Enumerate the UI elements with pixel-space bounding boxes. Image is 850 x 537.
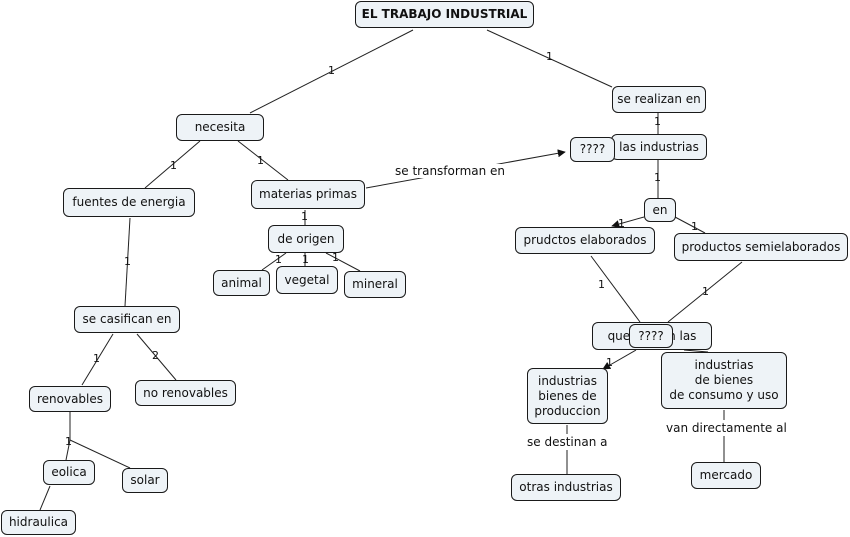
link-origen-mineral — [325, 252, 361, 272]
card-renovables-energias: 1 — [65, 435, 72, 448]
node-fuentes-de-energia[interactable]: fuentes de energia — [63, 188, 195, 217]
link-join-eolica — [65, 439, 71, 461]
link-en-elaborados — [611, 216, 645, 228]
node-unknown-top-text: ???? — [579, 142, 606, 156]
card-title-necesita: 1 — [328, 64, 335, 77]
card-title-realizan: 1 — [546, 50, 553, 63]
node-eolica[interactable]: eolica — [43, 460, 95, 485]
node-las-industrias-text: las industrias — [619, 139, 699, 154]
node-industrias-bienes-de-produccion-text: industrias bienes de produccion — [534, 373, 601, 418]
node-prudctos-elaborados[interactable]: prudctos elaborados — [515, 227, 655, 254]
map-title-text: EL TRABAJO INDUSTRIAL — [361, 7, 528, 21]
link-necesita-materias — [237, 140, 289, 181]
link-title-necesita — [249, 29, 414, 114]
card-origen-mineral: 1 — [332, 251, 339, 264]
node-animal[interactable]: animal — [213, 270, 270, 296]
node-mercado-text: mercado — [699, 468, 753, 482]
card-clasifican-renovables: 1 — [93, 352, 100, 365]
link-que-produccion — [602, 349, 637, 370]
node-hidraulica[interactable]: hidraulica — [1, 510, 76, 535]
node-eolica-text: eolica — [51, 465, 87, 479]
link-que-consumo — [683, 349, 709, 353]
link-fuentes-clasifican — [124, 217, 131, 307]
label-se-destinan-a: se destinan a — [527, 435, 608, 449]
node-materias-primas-text: materias primas — [259, 187, 357, 201]
card-clasifican-no-renovables: 2 — [152, 349, 159, 362]
node-mineral-text: mineral — [352, 277, 398, 291]
card-materias-origen: 1 — [301, 210, 308, 223]
card-semielaborados-que: 1 — [702, 285, 709, 298]
node-vegetal-text: vegetal — [284, 272, 330, 287]
card-realizan-industrias: 1 — [654, 115, 661, 128]
node-en[interactable]: en — [644, 198, 676, 222]
node-las-industrias[interactable]: las industrias — [611, 134, 707, 160]
node-unknown-mid-text: ???? — [638, 328, 664, 343]
link-semielaborados-que — [667, 261, 743, 323]
card-fuentes-clasifican: 1 — [124, 255, 131, 268]
node-industrias-bienes-de-produccion[interactable]: industrias bienes de produccion — [527, 368, 608, 424]
node-renovables-text: renovables — [36, 391, 104, 406]
node-renovables[interactable]: renovables — [29, 386, 111, 412]
node-necesita-text: necesita — [194, 120, 246, 134]
node-animal-text: animal — [221, 275, 262, 290]
card-necesita-materias: 1 — [257, 154, 264, 167]
card-elaborados-que: 1 — [598, 278, 605, 291]
label-se-transforman-en: se transforman en — [395, 164, 506, 178]
link-clasifican-no-renovables — [136, 333, 177, 381]
node-otras-industrias-text: otras industrias — [519, 480, 613, 494]
link-necesita-fuentes — [144, 140, 201, 189]
card-industrias-en: 1 — [654, 171, 661, 184]
node-hidraulica-text: hidraulica — [8, 515, 69, 529]
node-no-renovables[interactable]: no renovables — [135, 380, 236, 406]
node-productos-semielaborados[interactable]: productos semielaborados — [674, 233, 848, 261]
node-vegetal[interactable]: vegetal — [276, 266, 338, 294]
card-en-elaborados: 1 — [618, 217, 625, 230]
card-necesita-fuentes: 1 — [170, 159, 177, 172]
node-solar-text: solar — [130, 473, 160, 487]
node-en-text: en — [652, 202, 668, 217]
node-unknown-top[interactable]: ???? — [570, 137, 615, 162]
node-no-renovables-text: no renovables — [143, 385, 228, 400]
node-materias-primas[interactable]: materias primas — [251, 180, 365, 209]
node-industrias-de-bienes-de-consumo-text: industrias de bienes de consumo y uso — [669, 358, 779, 402]
link-elaborados-que — [590, 255, 641, 323]
node-se-realizan-en-text: se realizan en — [617, 92, 701, 106]
node-se-casifican-en[interactable]: se casifican en — [74, 306, 180, 333]
card-en-semielaborados: 1 — [691, 220, 698, 233]
card-que-produccion: 1 — [606, 356, 613, 369]
node-fuentes-de-energia-text: fuentes de energia — [72, 195, 186, 209]
node-unknown-mid[interactable]: ???? — [629, 324, 673, 348]
card-origen-animal: 1 — [275, 253, 282, 266]
node-mercado[interactable]: mercado — [691, 462, 761, 489]
link-eolica-hidraulica — [39, 485, 51, 511]
link-clasifican-renovables — [81, 333, 114, 386]
node-se-casifican-en-text: se casifican en — [82, 312, 172, 326]
link-origen-animal — [261, 252, 287, 271]
card-origen-vegetal: 1 — [302, 253, 309, 266]
node-se-realizan-en[interactable]: se realizan en — [612, 86, 706, 113]
node-de-origen-text: de origen — [277, 231, 335, 246]
label-van-directamente-al: van directamente al — [666, 421, 787, 435]
node-de-origen[interactable]: de origen — [268, 225, 344, 253]
node-otras-industrias[interactable]: otras industrias — [511, 474, 621, 501]
link-join-solar — [69, 439, 131, 469]
link-title-realizan — [486, 29, 613, 88]
node-mineral[interactable]: mineral — [344, 271, 406, 298]
node-productos-semielaborados-text: productos semielaborados — [681, 239, 841, 254]
link-en-semielaborados — [674, 216, 706, 234]
node-necesita[interactable]: necesita — [176, 114, 264, 141]
node-solar[interactable]: solar — [122, 468, 168, 493]
node-industrias-de-bienes-de-consumo[interactable]: industrias de bienes de consumo y uso — [661, 352, 787, 409]
node-prudctos-elaborados-text: prudctos elaborados — [523, 233, 647, 247]
map-title[interactable]: EL TRABAJO INDUSTRIAL — [355, 1, 534, 28]
